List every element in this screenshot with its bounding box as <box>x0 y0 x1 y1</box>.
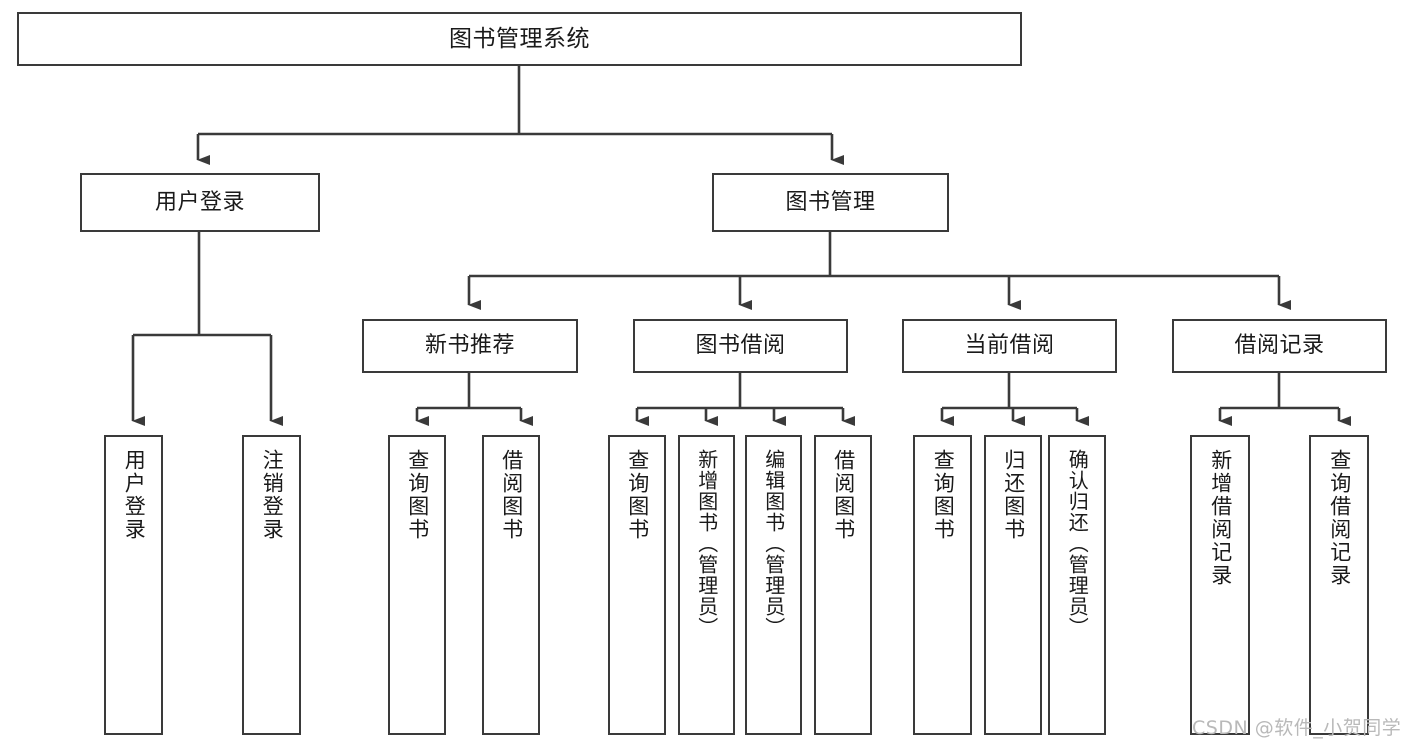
node-root[interactable]: 图书管理系统 <box>17 12 1022 66</box>
node-leaf-add-borrow-record-label: 新增借阅记录 <box>1208 449 1233 587</box>
node-leaf-return-book[interactable]: 归还图书 <box>984 435 1042 735</box>
node-leaf-return-book-label: 归还图书 <box>1001 449 1026 541</box>
node-borrow-record[interactable]: 借阅记录 <box>1172 319 1387 373</box>
node-leaf-borrow-book-label: 借阅图书 <box>831 449 856 541</box>
node-user-login[interactable]: 用户登录 <box>80 173 320 232</box>
node-root-label: 图书管理系统 <box>449 25 590 52</box>
node-leaf-confirm-return-admin-label: 确认归还（管理员） <box>1065 449 1090 638</box>
node-leaf-query-borrow-record[interactable]: 查询借阅记录 <box>1309 435 1369 735</box>
node-leaf-current-query-book[interactable]: 查询图书 <box>913 435 972 735</box>
node-current-borrow[interactable]: 当前借阅 <box>902 319 1117 373</box>
node-book-manage-label: 图书管理 <box>785 189 876 215</box>
node-leaf-user-logout-label: 注销登录 <box>260 449 285 541</box>
node-leaf-borrow-query-book-label: 查询图书 <box>625 449 650 541</box>
node-book-borrow[interactable]: 图书借阅 <box>633 319 848 373</box>
node-borrow-record-label: 借阅记录 <box>1234 333 1325 359</box>
node-leaf-user-login-label: 用户登录 <box>122 449 147 541</box>
node-new-book-recommend-label: 新书推荐 <box>424 333 515 359</box>
node-leaf-edit-book-admin-label: 编辑图书（管理员） <box>761 449 786 638</box>
node-leaf-query-borrow-record-label: 查询借阅记录 <box>1327 449 1352 587</box>
node-leaf-current-query-book-label: 查询图书 <box>931 449 956 541</box>
node-leaf-add-borrow-record[interactable]: 新增借阅记录 <box>1190 435 1250 735</box>
node-leaf-borrow-book[interactable]: 借阅图书 <box>814 435 872 735</box>
node-user-login-label: 用户登录 <box>154 189 245 215</box>
node-leaf-recommend-query-book[interactable]: 查询图书 <box>388 435 446 735</box>
node-leaf-recommend-borrow-book-label: 借阅图书 <box>499 449 524 541</box>
node-current-borrow-label: 当前借阅 <box>964 333 1055 359</box>
node-leaf-user-logout[interactable]: 注销登录 <box>242 435 301 735</box>
node-leaf-recommend-borrow-book[interactable]: 借阅图书 <box>482 435 540 735</box>
node-leaf-borrow-query-book[interactable]: 查询图书 <box>608 435 666 735</box>
node-leaf-edit-book-admin[interactable]: 编辑图书（管理员） <box>745 435 802 735</box>
node-leaf-user-login[interactable]: 用户登录 <box>104 435 163 735</box>
node-leaf-add-book-admin[interactable]: 新增图书（管理员） <box>678 435 735 735</box>
node-book-manage[interactable]: 图书管理 <box>712 173 949 232</box>
node-leaf-recommend-query-book-label: 查询图书 <box>405 449 430 541</box>
node-leaf-confirm-return-admin[interactable]: 确认归还（管理员） <box>1048 435 1106 735</box>
node-book-borrow-label: 图书借阅 <box>695 333 786 359</box>
node-leaf-add-book-admin-label: 新增图书（管理员） <box>694 449 719 638</box>
node-new-book-recommend[interactable]: 新书推荐 <box>362 319 578 373</box>
